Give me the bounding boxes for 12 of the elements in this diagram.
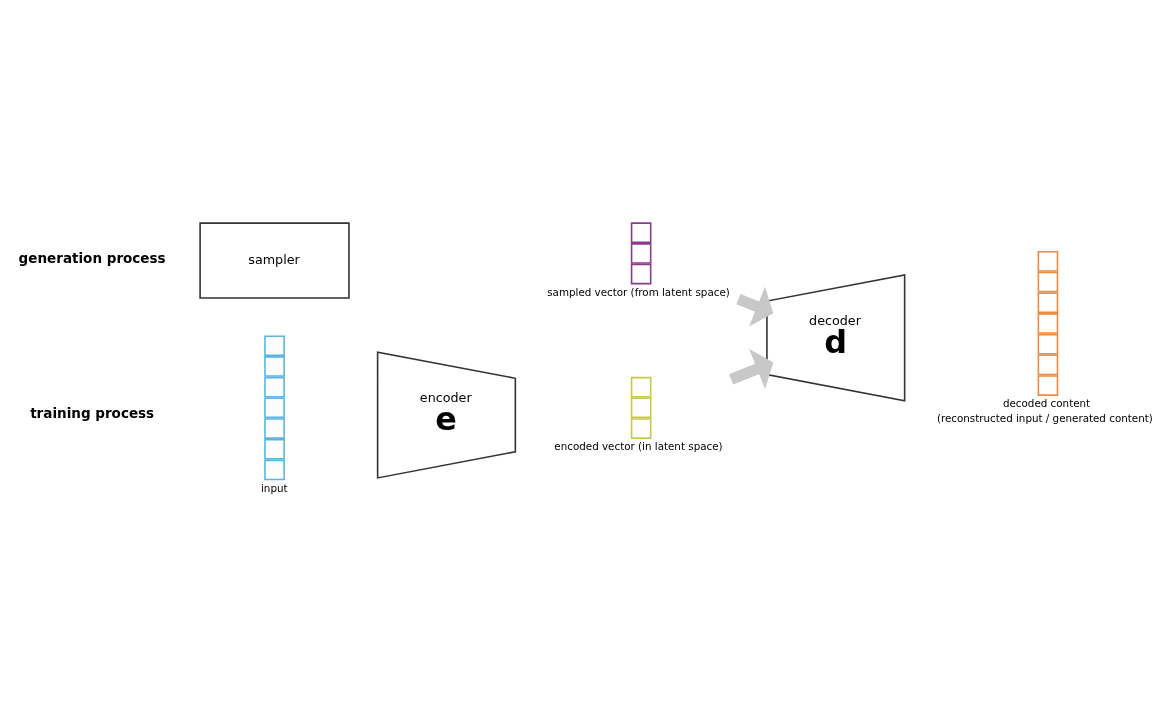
node-label: encoded vector (in latent space) — [554, 439, 723, 452]
node-box: decoder d — [766, 273, 906, 402]
node-label: (reconstructed input / generated content) — [936, 411, 1153, 424]
node-box: encoder e — [376, 350, 517, 479]
node-label: sampled vector (from latent space) — [547, 285, 730, 298]
node-label: decoded content — [1002, 396, 1091, 409]
arrow — [736, 286, 774, 327]
label: training process — [30, 403, 155, 420]
node-label: input — [261, 481, 288, 494]
node-box: sampler — [199, 221, 350, 299]
label: generation process — [18, 249, 166, 266]
arrow — [729, 348, 774, 389]
